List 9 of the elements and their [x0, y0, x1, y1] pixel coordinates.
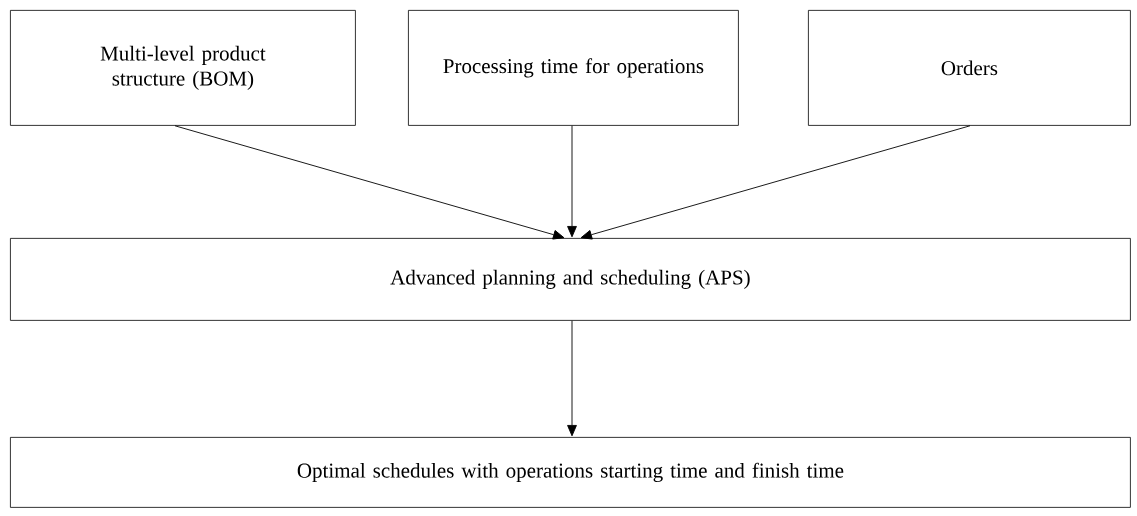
process-box: Optimal schedules with operations starting time and finish time: [10, 437, 1131, 508]
arrow: [580, 125, 971, 240]
process-box: Advanced planning and scheduling (APS): [10, 238, 1131, 321]
arrow: [567, 320, 577, 437]
process-box: Orders: [808, 10, 1131, 126]
arrow: [174, 125, 565, 240]
process-box: Multi-level product structure (BOM): [10, 10, 356, 126]
arrow: [567, 125, 577, 238]
process-box: Processing time for operations: [408, 10, 739, 126]
